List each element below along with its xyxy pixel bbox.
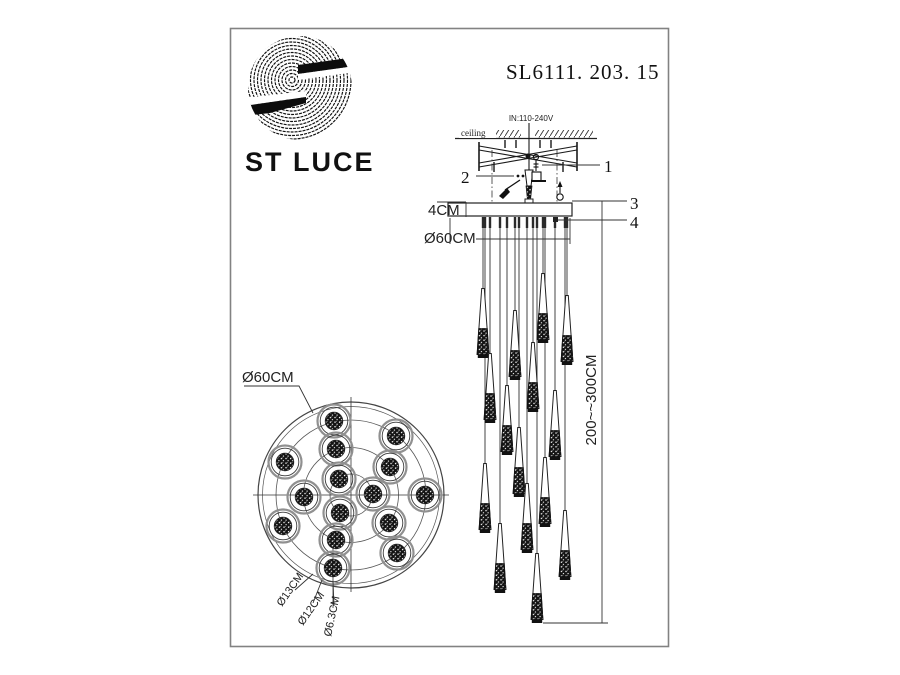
screwdriver-icon: [499, 179, 521, 199]
callout-4-label: 4: [630, 213, 639, 232]
callout-2: 2: [461, 168, 514, 187]
top-diameter-label: Ø60CM: [242, 369, 294, 386]
callout-1: 1: [542, 157, 613, 176]
canopy-diameter-label: Ø60CM: [424, 230, 476, 247]
pendant-wires: [482, 228, 568, 555]
callout-2-label: 2: [461, 168, 470, 187]
dim-drop-length: 200~~300CM: [543, 200, 608, 624]
drop-length-label: 200~~300CM: [583, 355, 600, 446]
brand-logo: ST LUCE: [245, 36, 375, 177]
canopy-height-label: 4CM: [428, 202, 460, 219]
dim-canopy-height: 4CM: [428, 201, 467, 219]
callout-4: 4: [553, 213, 639, 232]
power-rating-label: IN:110-240V: [509, 114, 554, 123]
eye-screw-icon: [556, 181, 564, 201]
mounting-crossbar-icon: [478, 140, 578, 172]
screw-icon: [531, 153, 546, 182]
brand-name: ST LUCE: [245, 147, 375, 177]
callout-3-label: 3: [630, 194, 639, 213]
model-number: SL6111. 203. 15: [506, 60, 659, 84]
st-luce-logo-icon: [248, 36, 352, 140]
ceiling-band: ceiling: [455, 127, 597, 140]
dim-canopy-diameter: Ø60CM: [424, 218, 571, 247]
front-view: IN:110-240V ceiling: [424, 114, 639, 624]
page-frame: [229, 27, 670, 648]
top-diameter-dim: Ø60CM: [242, 369, 314, 414]
ceiling-label: ceiling: [461, 128, 486, 138]
canopy-plate: [447, 198, 573, 217]
callout-1-label: 1: [604, 157, 613, 176]
